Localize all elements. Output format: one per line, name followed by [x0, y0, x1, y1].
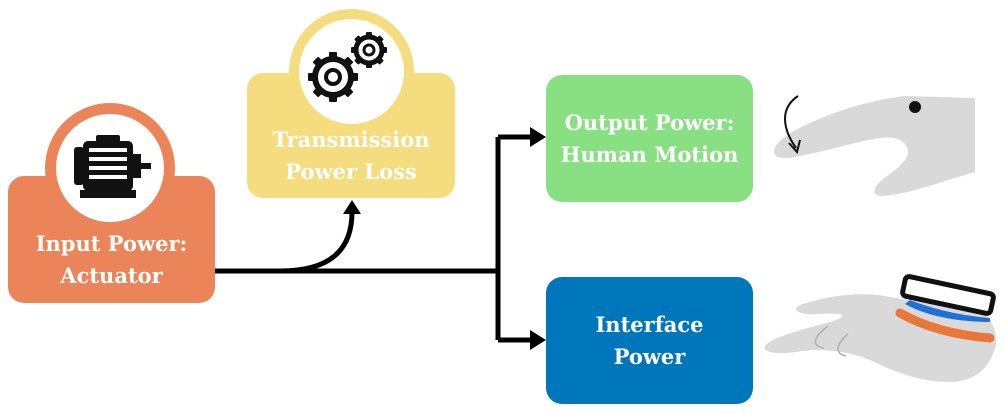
motor-icon: [74, 135, 151, 198]
interface-power-label-line2: Power: [613, 343, 686, 369]
gears-icon: [308, 32, 387, 102]
output-power-label-line2: Human Motion: [560, 141, 739, 167]
interface-power-block: Interface Power: [546, 277, 753, 404]
input-power-label-line1: Input Power:: [35, 230, 188, 256]
transmission-label-line1: Transmission: [272, 126, 430, 152]
loss-arrow-curve: [279, 211, 355, 274]
actuator-icon-disc: [56, 114, 164, 222]
gears-icon-disc: [299, 19, 404, 124]
input-power-label-line2: Actuator: [60, 262, 163, 288]
output-power-label-line1: Output Power:: [564, 109, 735, 135]
to-output-arrowhead: [530, 127, 546, 147]
loss-arrowhead: [343, 200, 361, 214]
interface-power-label-line1: Interface: [595, 311, 704, 337]
to-interface-arrowhead: [530, 330, 546, 350]
transmission-label-line2: Power Loss: [285, 158, 417, 184]
output-power-block: Output Power: Human Motion: [546, 75, 753, 202]
